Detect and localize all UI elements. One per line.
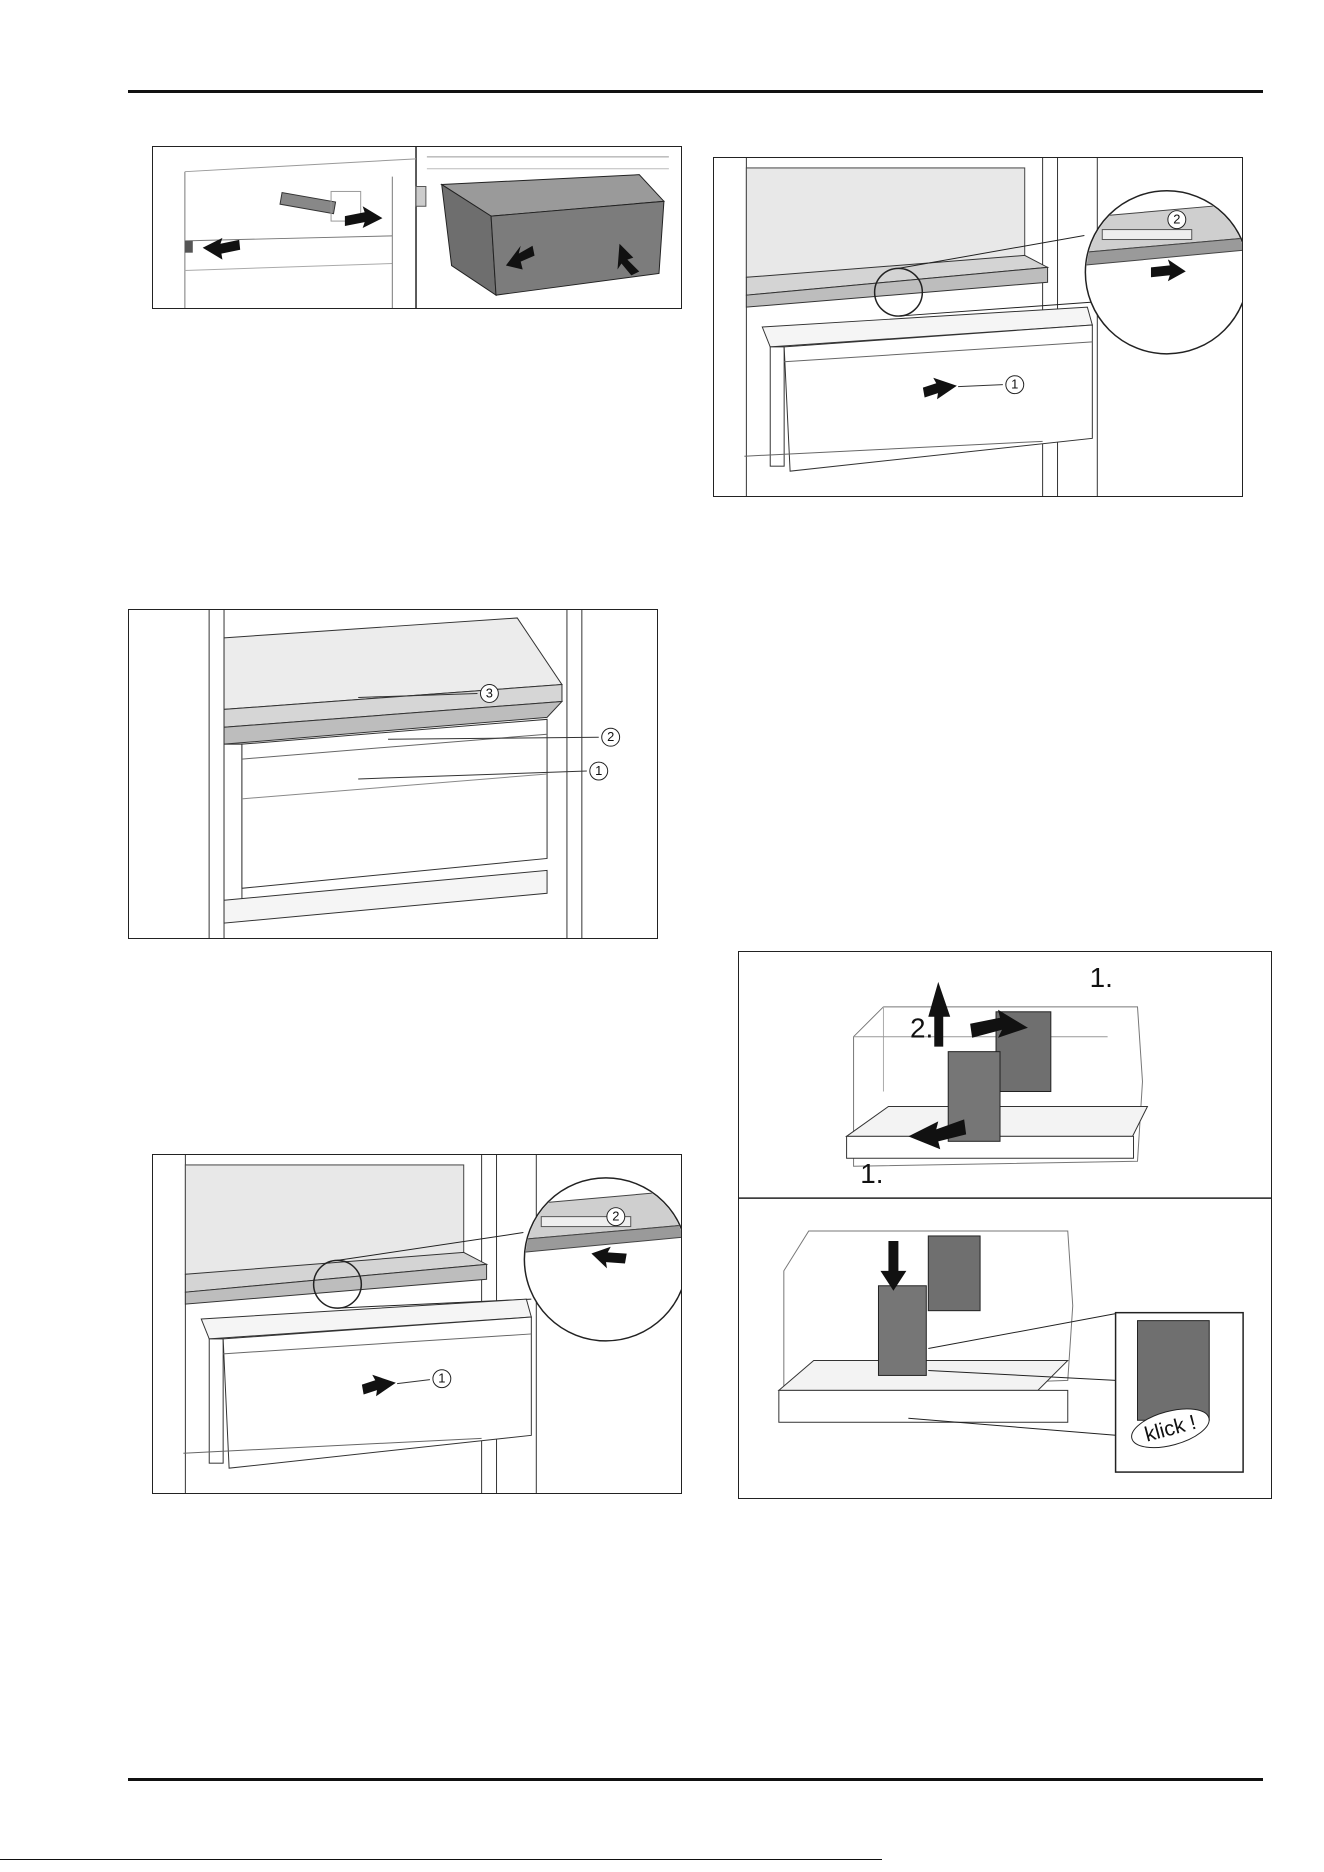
svg-text:2: 2 [607, 729, 614, 744]
figure-shelf-pull-out: 1 2 [152, 1154, 682, 1494]
figure-shelf-drawer-overview-illustration: 3 2 1 [129, 610, 657, 938]
svg-text:3: 3 [486, 685, 493, 700]
step-label: 1. [860, 1158, 883, 1189]
svg-text:2: 2 [612, 1209, 619, 1224]
svg-text:1: 1 [1011, 377, 1018, 392]
arrow-down-icon [880, 1241, 906, 1291]
figure-divider-fit: 1. 2. 1. klick ! [738, 951, 1272, 1499]
footer-rule [128, 1778, 1263, 1781]
arrow-icon [203, 238, 241, 260]
figure-divider-fit-illustration: 1. 2. 1. klick ! [739, 952, 1271, 1498]
header-rule [128, 90, 1263, 93]
step-label: 1. [1090, 962, 1113, 993]
arrow-icon [345, 206, 383, 228]
svg-text:1: 1 [438, 1371, 445, 1386]
svg-text:2: 2 [1173, 212, 1180, 227]
step-label: 2. [910, 1013, 933, 1044]
svg-text:1: 1 [595, 763, 602, 778]
footnote-rule [0, 1859, 882, 1860]
figure-rails-and-drawer-illustration [153, 147, 681, 308]
figure-shelf-push-in-illustration: 1 2 [714, 158, 1242, 496]
figure-shelf-drawer-overview: 3 2 1 [128, 609, 658, 939]
figure-shelf-pull-out-illustration: 1 2 [153, 1155, 681, 1493]
figure-shelf-push-in: 1 2 [713, 157, 1243, 497]
figure-rails-and-drawer [152, 146, 682, 309]
